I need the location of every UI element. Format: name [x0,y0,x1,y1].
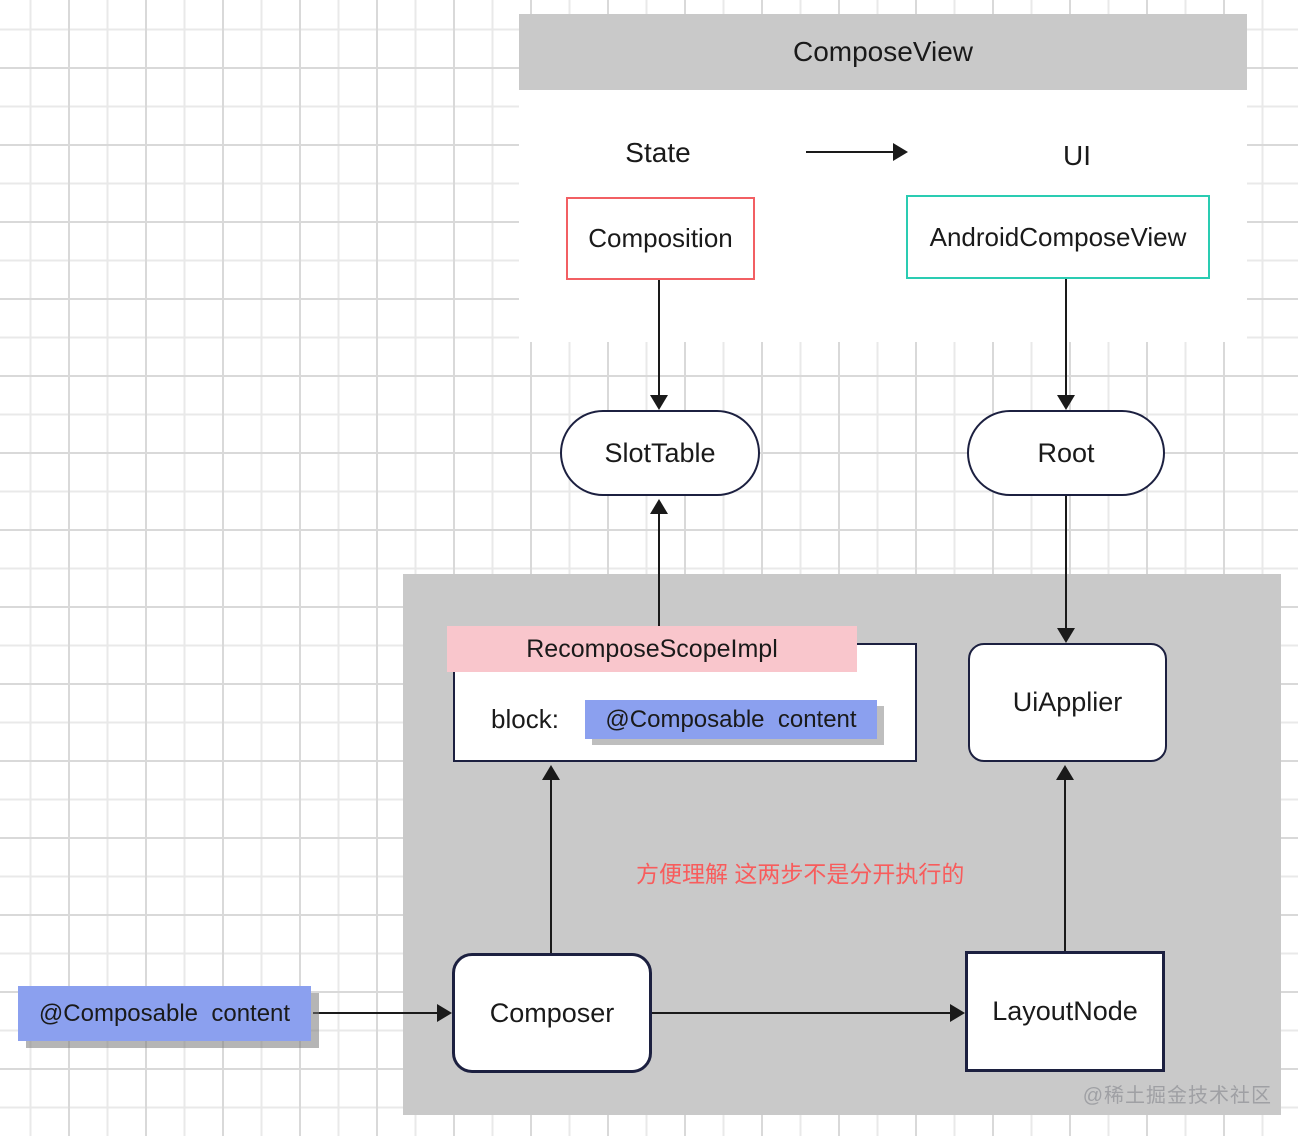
slot-table-pill: SlotTable [560,410,760,496]
watermark: @稀土掘金技术社区 [1082,1085,1272,1107]
composable-content-chip: @Composable content [585,700,877,739]
content-to-composer-arrow-line [313,1012,439,1014]
ui-label: UI [1063,140,1091,171]
scope-to-slottable-arrowhead-icon [650,499,668,514]
composer-to-layoutnode-arrowhead-icon [950,1004,965,1022]
scope-to-slottable-arrow-line [658,512,660,627]
composer-to-layoutnode-arrow-line [652,1012,952,1014]
compose-view-header: ComposeView [519,14,1247,90]
composable-content-input-chip: @Composable content [18,986,311,1041]
composer-to-scope-arrowhead-icon [542,765,560,780]
state-to-ui-arrowhead-icon [893,143,908,161]
note-text: 方便理解 这两步不是分开执行的 [636,861,965,887]
android-compose-view-box: AndroidComposeView [906,195,1210,279]
compose-view-panel: ComposeView [519,14,1247,342]
recompose-scope-title: RecomposeScopeImpl [447,626,857,672]
content-to-composer-arrowhead-icon [437,1004,452,1022]
root-pill: Root [967,410,1165,496]
state-to-ui-arrow-line [806,151,896,153]
state-label: State [625,137,691,168]
composition-to-slottable-arrowhead-icon [650,395,668,410]
ui-applier-box: UiApplier [968,643,1167,762]
composer-to-scope-arrow-line [550,778,552,953]
acv-to-root-arrow-line [1065,279,1067,398]
acv-to-root-arrowhead-icon [1057,395,1075,410]
layout-node-box: LayoutNode [965,951,1165,1072]
layoutnode-to-uiapplier-arrowhead-icon [1056,765,1074,780]
composition-to-slottable-arrow-line [658,280,660,398]
composition-box: Composition [566,197,755,280]
composer-box: Composer [452,953,652,1073]
root-to-uiapplier-arrow-line [1065,496,1067,630]
layoutnode-to-uiapplier-arrow-line [1064,778,1066,951]
block-label: block: [491,703,559,734]
root-to-uiapplier-arrowhead-icon [1057,628,1075,643]
